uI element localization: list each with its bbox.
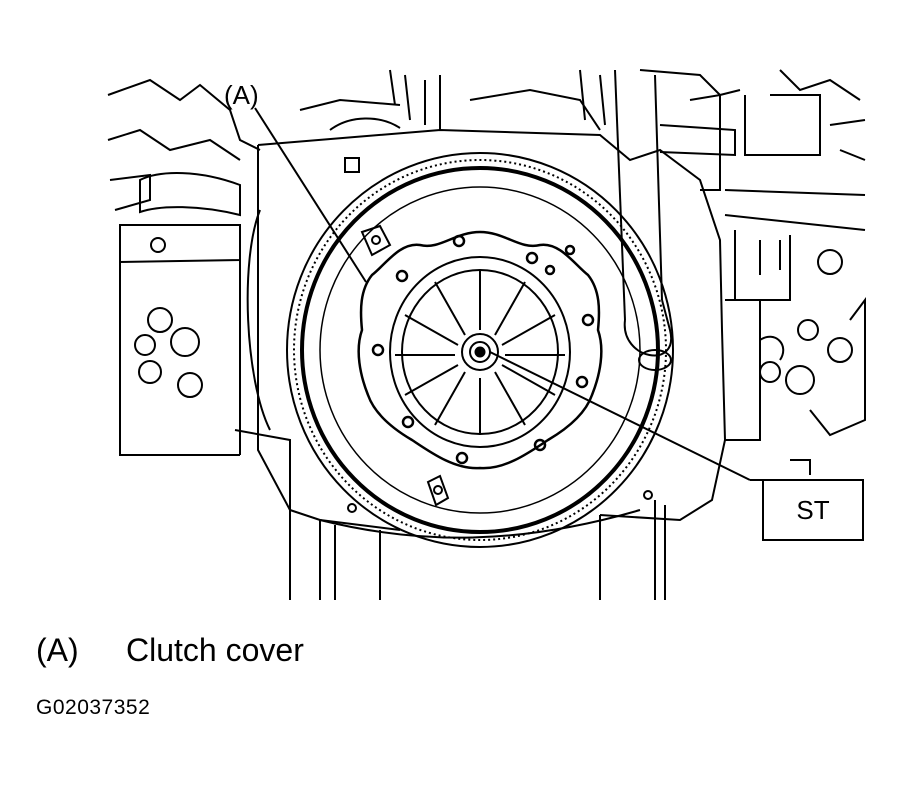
legend-letter: (A): [36, 632, 79, 668]
callout-a-label: (A): [224, 80, 259, 110]
center-hub: [461, 333, 499, 371]
brackets: [347, 224, 653, 513]
callout-st-label: ST: [796, 495, 829, 525]
flywheel: [286, 152, 674, 548]
clutch-cover: [357, 230, 603, 470]
diaphragm-spring: [389, 256, 571, 448]
st-label-box: [762, 479, 864, 541]
leader-lines: [254, 107, 763, 481]
engine-block-outline: [107, 69, 866, 600]
legend-text: Clutch cover: [126, 632, 304, 668]
legend-entry: (A) Clutch cover: [36, 632, 304, 669]
figure-id: G02037352: [36, 696, 151, 719]
